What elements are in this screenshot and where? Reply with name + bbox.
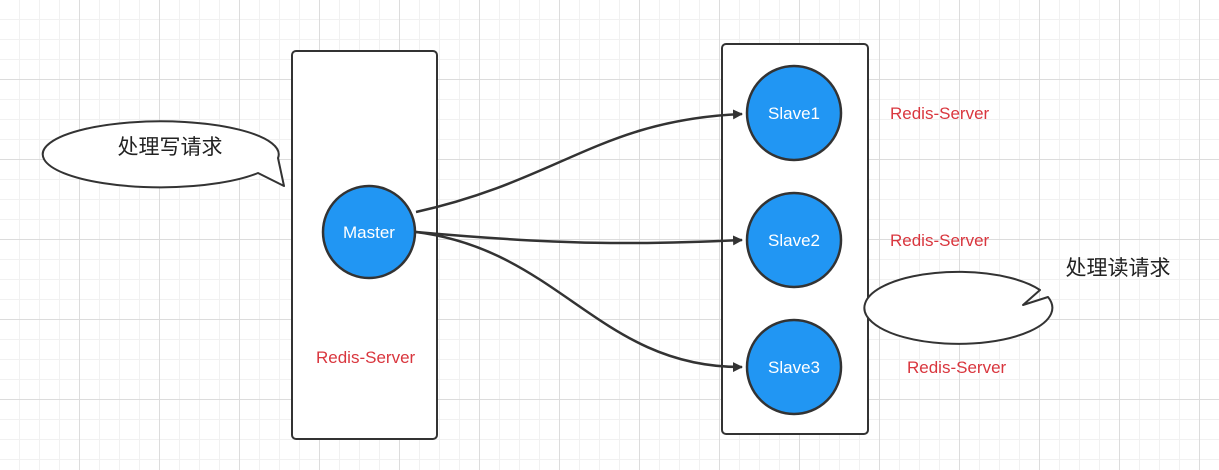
slave1-node-label: Slave1: [768, 104, 820, 123]
arrow-master-slave2: [415, 230, 743, 246]
slave1-node: [745, 64, 843, 162]
slave2-server-label: Redis-Server: [890, 231, 990, 250]
slave2-node-label: Slave2: [768, 231, 820, 250]
slave2-node: [745, 191, 843, 289]
read-callout-bubble: [863, 270, 1054, 345]
write-callout-bubble: [41, 120, 285, 189]
arrow-master-slave3: [415, 230, 743, 373]
master-node: [321, 184, 417, 280]
slave3-node: [745, 318, 843, 416]
slave1-server-label: Redis-Server: [890, 104, 990, 123]
write-callout-label: 处理写请求: [118, 135, 223, 159]
slave3-node-label: Slave3: [768, 358, 820, 377]
read-callout-label: 处理读请求: [1066, 256, 1171, 280]
master-server-label: Redis-Server: [316, 348, 416, 367]
arrow-master-slave1: [415, 109, 743, 214]
slave3-server-label: Redis-Server: [907, 358, 1007, 377]
master-node-label: Master: [343, 223, 395, 242]
